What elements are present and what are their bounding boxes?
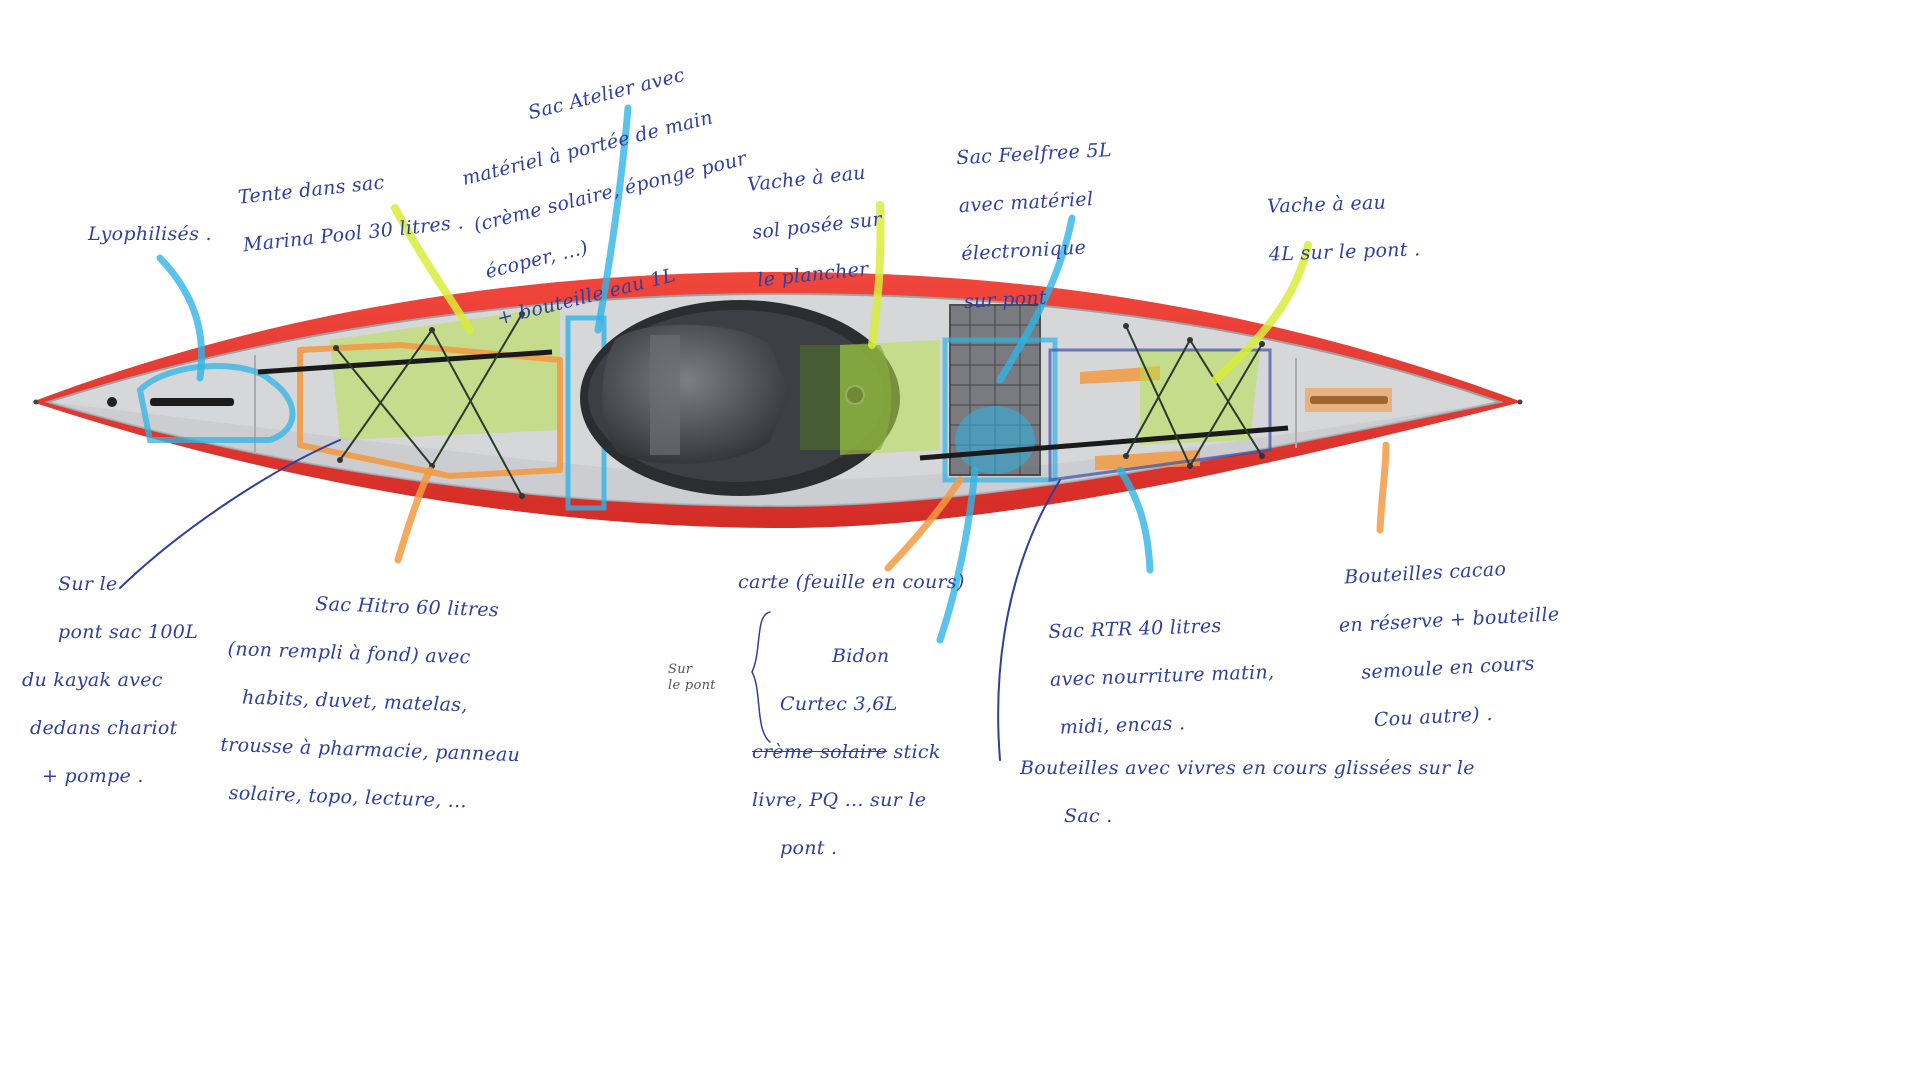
note-sac-hitro-line3: habits, duvet, matelas, xyxy=(241,686,469,717)
leader-bidon xyxy=(936,466,979,644)
note-sac-hitro: Sac Hitro 60 litres (non rempli à fond) … xyxy=(217,565,526,839)
deck-bag-outline xyxy=(136,363,296,443)
note-bouteilles-reserve-line4: Cou autre) . xyxy=(1373,702,1494,732)
note-bouteilles-reserve-line2: en réserve + bouteille xyxy=(1338,603,1560,637)
hitro-bag-outline xyxy=(297,342,563,479)
note-vache-pont-line1: Vache à eau xyxy=(1266,191,1387,218)
note-sac-hitro-line1: Sac Hitro 60 litres xyxy=(315,592,500,622)
sur-le-pont-bracket xyxy=(751,611,771,743)
rear-deck-rod xyxy=(919,425,1289,461)
note-sac-pont-line4: dedans chariot xyxy=(30,717,178,739)
note-bidon-line2: Curtec 3,6L xyxy=(780,693,898,715)
bow-carry-handle xyxy=(107,397,234,407)
note-tente-line1: Tente dans sac xyxy=(236,171,386,209)
feelfree-bag-highlight xyxy=(955,406,1035,474)
leader-carte xyxy=(884,476,964,572)
note-sac-pont-line1: Sur le xyxy=(58,573,118,595)
rear-bungee-anchors xyxy=(1123,323,1265,469)
note-carte: carte (feuille en cours) xyxy=(738,571,965,593)
note-vache-sol-line2: sol posée sur xyxy=(751,208,883,244)
rear-bungee-cords xyxy=(1125,325,1263,467)
note-sac-feelfree-line2: avec matériel xyxy=(958,188,1094,218)
note-sac-rtr-line2: avec nourriture matin, xyxy=(1049,661,1275,691)
stern-orange-highlight xyxy=(1305,388,1392,412)
note-vache-sol: Vache à eau sol posée sur le plancher xyxy=(744,136,891,317)
note-vache-sol-line1: Vache à eau xyxy=(746,161,867,197)
leader-hitro xyxy=(394,466,434,564)
leader-feelfree xyxy=(996,214,1076,384)
note-bidon-line4: livre, PQ ... sur le xyxy=(752,789,927,811)
leader-vache-sol xyxy=(868,201,885,349)
note-lyophilises: Lyophilisés . xyxy=(88,223,212,245)
note-sac-feelfree-line3: électronique xyxy=(960,236,1087,266)
note-sac-rtr-line1: Sac RTR 40 litres xyxy=(1048,614,1222,643)
note-vache-pont: Vache à eau 4L sur le pont . xyxy=(1266,165,1422,290)
note-sac-hitro-line4: trousse à pharmacie, panneau xyxy=(220,733,521,767)
note-bidon-line3: crème solaire stick xyxy=(752,740,941,764)
note-vache-pont-line2: 4L sur le pont . xyxy=(1268,238,1421,266)
note-sac-feelfree: Sac Feelfree 5L avec matériel électroniq… xyxy=(954,114,1121,338)
leader-tente xyxy=(391,204,474,334)
bow-tip xyxy=(33,399,39,405)
note-bidon-line1: Bidon xyxy=(832,645,890,667)
note-sac-pont-line3: du kayak avec xyxy=(22,669,163,691)
front-deck-gear xyxy=(136,306,607,511)
seat xyxy=(602,324,790,464)
front-bungee-anchors xyxy=(333,311,525,499)
leader-bouteilles xyxy=(997,479,1061,761)
note-bouteilles-line1: Bouteilles avec vivres en cours glissées… xyxy=(1020,757,1475,779)
leader-atelier xyxy=(594,104,632,334)
seat-back xyxy=(650,335,680,455)
note-sur-le-pont: Sur le pont xyxy=(668,662,716,693)
leader-bouteilles-reserve xyxy=(1376,441,1390,534)
front-bungee-cords xyxy=(335,313,523,497)
leader-sac-pont xyxy=(119,439,341,589)
note-sac-feelfree-line4: sur pont xyxy=(963,286,1048,313)
note-sac-pont: Sur le pont sac 100L du kayak avec dedan… xyxy=(22,548,198,812)
rtr-bag-highlight xyxy=(942,337,1058,483)
note-vache-sol-line3: le plancher xyxy=(756,257,870,292)
rear-orange-strip-bottom xyxy=(1095,450,1200,470)
floor-water-bag-highlight xyxy=(840,340,940,455)
leader-vache-pont xyxy=(1211,241,1312,384)
kayak-packing-diagram xyxy=(32,104,1523,761)
stern-tip xyxy=(1517,399,1523,405)
note-bouteilles-reserve-line1: Bouteilles cacao xyxy=(1343,557,1507,589)
tent-bag-highlight xyxy=(330,306,560,440)
note-bouteilles: Bouteilles avec vivres en cours glissées… xyxy=(1020,732,1475,852)
note-bouteilles-reserve: Bouteilles cacao en réserve + bouteille … xyxy=(1334,530,1566,757)
note-bidon-strike: crème solaire xyxy=(752,741,888,763)
cockpit xyxy=(580,300,940,496)
leader-rtr xyxy=(1116,466,1154,574)
note-sac-hitro-line5: solaire, topo, lecture, ... xyxy=(228,782,468,813)
note-bouteilles-reserve-line3: semoule en cours xyxy=(1360,652,1536,684)
note-tente-line2: Marina Pool 30 litres . xyxy=(241,211,465,257)
note-sac-feelfree-line1: Sac Feelfree 5L xyxy=(955,139,1113,170)
leader-lines xyxy=(119,104,1390,761)
note-bidon-line3-suffix: stick xyxy=(887,741,941,763)
note-tente: Tente dans sac Marina Pool 30 litres . xyxy=(234,139,467,282)
front-deck-rod xyxy=(257,349,553,375)
rear-deck-gear xyxy=(919,304,1392,483)
note-sac-pont-line2: pont sac 100L xyxy=(58,621,199,643)
note-bidon: Bidon Curtec 3,6L crème solaire stick li… xyxy=(752,620,941,884)
note-sac-pont-line5: + pompe . xyxy=(42,765,144,787)
note-bidon-line5: pont . xyxy=(780,837,838,859)
note-bouteilles-line2: Sac . xyxy=(1064,805,1113,827)
note-sac-hitro-line2: (non rempli à fond) avec xyxy=(227,637,471,669)
leader-lyophilises xyxy=(156,254,206,382)
